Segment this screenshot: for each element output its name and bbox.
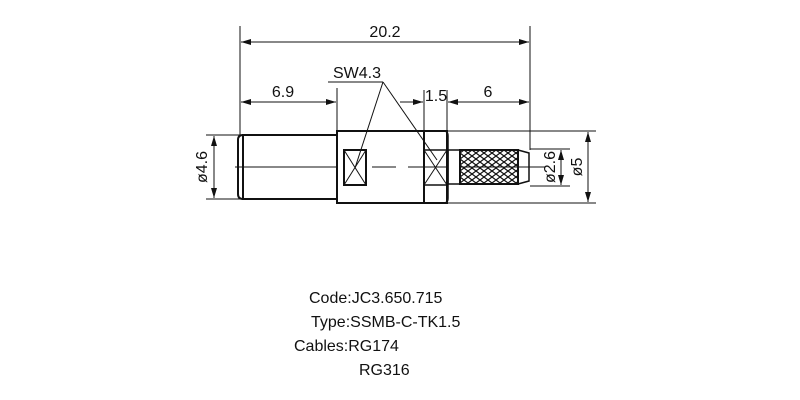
wrench-flat-marker	[343, 149, 367, 186]
ferrule-inner-diameter-label: ø2.6	[542, 151, 559, 183]
type-value: SSMB-C-TK1.5	[350, 314, 461, 331]
overall-length-label: 20.2	[369, 24, 400, 41]
spec-code: Code:JC3.650.715	[309, 289, 442, 309]
spec-type: Type:SSMB-C-TK1.5	[311, 313, 460, 333]
ferrule-length-label: 6	[484, 84, 493, 101]
cable-value-2: RG316	[359, 362, 410, 379]
wrench-size-callout: SW4.3	[328, 65, 438, 169]
cables-label: Cables:	[294, 338, 349, 355]
connector-body	[336, 130, 448, 204]
ferrule-length-dimension: 6	[448, 84, 529, 105]
barrel-diameter-dimension: ø4.6	[194, 134, 240, 200]
barrel-length-label: 6.9	[272, 84, 294, 101]
barrel-diameter-label: ø4.6	[194, 151, 211, 183]
type-label: Type:	[311, 314, 351, 331]
crimp-ferrule	[447, 149, 530, 185]
hex-width-dimension: 1.5	[400, 88, 448, 131]
overall-length-dimension: 20.2	[239, 24, 531, 150]
ferrule-diameter-dimensions: ø2.6 ø5	[447, 130, 596, 204]
code-value: JC3.650.715	[351, 290, 443, 307]
barrel-length-dimension: 6.9	[241, 84, 338, 131]
ferrule-outer-diameter-label: ø5	[569, 158, 586, 177]
wrench-size-label: SW4.3	[333, 65, 381, 82]
spec-cables: Cables:RG174	[294, 337, 399, 357]
code-label: Code:	[309, 290, 352, 307]
hex-width-label: 1.5	[425, 88, 447, 105]
cable-value-1: RG174	[348, 338, 399, 355]
spec-cables-2: RG316	[359, 361, 410, 381]
